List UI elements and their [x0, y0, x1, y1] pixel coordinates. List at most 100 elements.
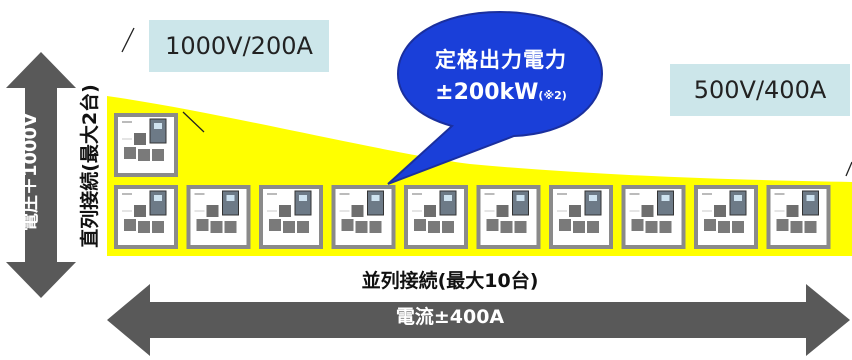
unit-module: [659, 221, 672, 233]
power-unit-cabinet: [766, 185, 831, 249]
voltage-label: 電圧＋1000V: [20, 112, 41, 232]
unit-control-panel: [802, 190, 819, 216]
current-arrow: [107, 284, 850, 356]
rated-power-title: 定格出力電力: [435, 48, 567, 72]
unit-tag: [122, 121, 132, 123]
unit-module: [496, 205, 509, 217]
unit-module: [804, 221, 817, 233]
unit-control-panel: [512, 190, 529, 216]
unit-module: [138, 149, 150, 161]
unit-control-panel: [439, 190, 457, 216]
unit-tag: [702, 193, 712, 195]
unit-module: [645, 221, 658, 233]
unit-tag: [267, 193, 277, 195]
unit-control-panel: [657, 190, 674, 216]
unit-module: [714, 205, 726, 217]
unit-module: [790, 221, 803, 233]
unit-tag: [122, 193, 132, 195]
unit-display: [806, 195, 815, 201]
rated-power-text: 定格出力電力 ±200kW(※2): [414, 44, 588, 105]
unit-module: [718, 221, 730, 233]
unit-module: [279, 205, 291, 217]
power-unit-cabinet: [549, 185, 613, 249]
unit-module: [152, 221, 164, 233]
unit-tag: [412, 193, 422, 195]
rated-power-value-line: ±200kW(※2): [414, 80, 588, 105]
rated-power-bubble: [387, 10, 604, 185]
unit-tag: [484, 193, 495, 195]
unit-control-panel: [294, 190, 312, 216]
unit-module: [210, 221, 223, 233]
power-unit-cabinet: [404, 185, 468, 249]
unit-module: [134, 133, 146, 145]
max-current-label: 500V/400A: [670, 64, 850, 116]
unit-module: [569, 205, 581, 217]
unit-module: [631, 219, 644, 231]
unit-tag: [339, 193, 350, 195]
unit-tag: [194, 193, 205, 195]
unit-module: [559, 219, 571, 231]
unit-module: [224, 221, 237, 233]
unit-display: [589, 195, 597, 201]
unit-module: [424, 205, 436, 217]
rated-power-value: ±200kW: [435, 80, 539, 105]
unit-module: [573, 221, 585, 233]
unit-display: [734, 195, 742, 201]
max-voltage-label: 1000V/200A: [149, 20, 329, 72]
power-unit-cabinet: [476, 185, 541, 249]
unit-module: [297, 221, 309, 233]
unit-module: [124, 147, 136, 159]
unit-module: [732, 221, 744, 233]
unit-module: [587, 221, 599, 233]
unit-tag: [629, 193, 640, 195]
unit-display: [299, 195, 307, 201]
unit-control-panel: [584, 190, 602, 216]
unit-module: [428, 221, 440, 233]
power-unit-cabinet: [114, 113, 178, 177]
unit-module: [442, 221, 454, 233]
unit-tag: [774, 193, 785, 195]
unit-module: [196, 219, 209, 231]
unit-module: [283, 221, 295, 233]
unit-module: [355, 221, 368, 233]
unit-module: [206, 205, 219, 217]
leader-line-top: [121, 27, 135, 53]
unit-module: [124, 219, 136, 231]
unit-module: [704, 219, 716, 231]
unit-module: [514, 221, 527, 233]
unit-module: [341, 219, 354, 231]
power-unit-cabinet: [186, 185, 251, 249]
power-unit-cabinet: [694, 185, 758, 249]
unit-tag: [557, 193, 567, 195]
unit-module: [486, 219, 499, 231]
unit-module: [776, 219, 789, 231]
unit-control-panel: [367, 190, 384, 216]
leader-line-right: [845, 161, 852, 177]
unit-display: [444, 195, 452, 201]
power-unit-cabinet: [621, 185, 686, 249]
unit-module: [152, 149, 164, 161]
unit-control-panel: [222, 190, 239, 216]
power-unit-cabinet: [114, 185, 178, 249]
unit-control-panel: [149, 118, 167, 144]
unit-module: [641, 205, 654, 217]
unit-module: [414, 219, 426, 231]
leader-line-top-lower: [182, 111, 205, 133]
unit-display: [516, 195, 525, 201]
rated-power-note: (※2): [538, 89, 567, 102]
current-label: 電流±400A: [395, 306, 505, 328]
power-units: [114, 113, 831, 249]
power-unit-cabinet: [259, 185, 323, 249]
power-unit-cabinet: [331, 185, 396, 249]
unit-module: [269, 219, 281, 231]
parallel-connection-label: 並列接続(最大10台): [361, 270, 539, 292]
unit-display: [661, 195, 670, 201]
unit-module: [138, 221, 150, 233]
unit-display: [154, 195, 162, 201]
unit-module: [369, 221, 382, 233]
unit-display: [154, 123, 162, 129]
unit-module: [134, 205, 146, 217]
unit-module: [786, 205, 799, 217]
unit-module: [500, 221, 513, 233]
